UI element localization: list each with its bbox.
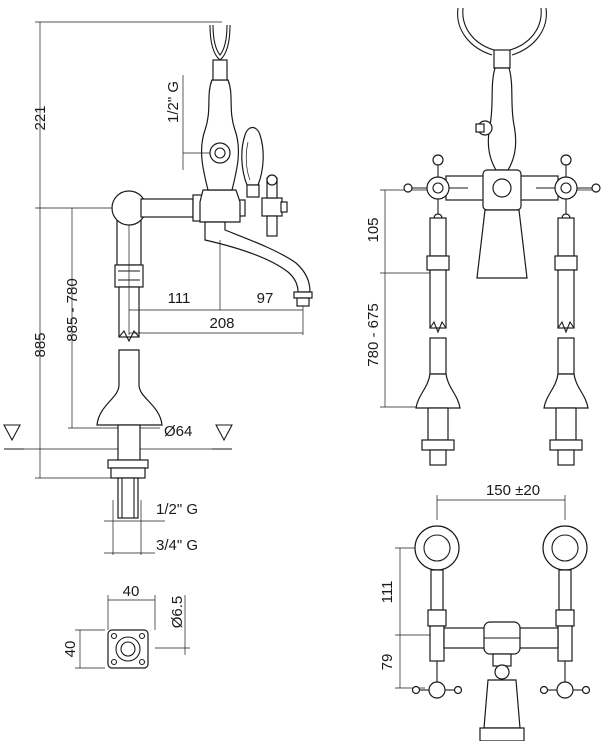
dim-885-label: 885 <box>32 332 49 357</box>
dim-97-label: 97 <box>257 290 274 307</box>
dim-780-675-label: 780 - 675 <box>365 303 382 366</box>
dim-40-v-label: 40 <box>62 641 79 658</box>
dim-three-quarter-g-label: 3/4" G <box>156 537 198 554</box>
dim-hole-label: Ø6.5 <box>169 596 186 629</box>
dim-150-label: 150 ±20 <box>486 482 540 499</box>
dim-thread-top-label: 1/2" G <box>165 81 182 123</box>
dim-diameter-label: Ø64 <box>164 423 192 440</box>
dim-885-780-label: 885 - 780 <box>64 278 81 341</box>
dim-40-h-label: 40 <box>123 583 140 600</box>
dim-111-label: 111 <box>168 290 191 307</box>
side-view: 221 885 885 - 780 <box>3 21 313 555</box>
dim-111-top-label: 111 <box>379 581 396 604</box>
dim-208-label: 208 <box>209 315 234 332</box>
floor-marker-right <box>212 424 233 450</box>
dim-79-label: 79 <box>379 654 396 671</box>
floor-marker-left <box>3 424 24 450</box>
dim-half-g-label: 1/2" G <box>156 501 198 518</box>
dim-105-label: 105 <box>365 217 382 242</box>
top-view: 150 ±20 111 79 <box>379 482 591 741</box>
dim-221-label: 221 <box>32 105 49 130</box>
front-view: 105 780 - 675 <box>365 7 601 466</box>
flange-detail: 40 40 Ø6.5 <box>62 583 190 669</box>
